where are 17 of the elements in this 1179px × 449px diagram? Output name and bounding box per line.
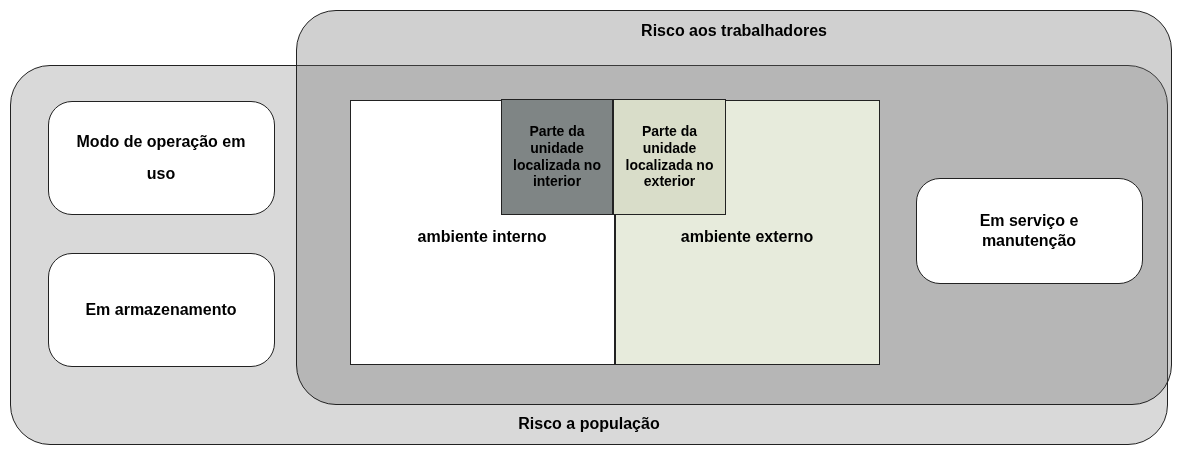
- environment-box: [349, 99, 615, 365]
- node-label: Em armazenamento: [84, 299, 238, 320]
- rounded-box: [915, 177, 1143, 284]
- rounded-box: [47, 252, 275, 367]
- node-label: ambiente externo: [679, 226, 815, 247]
- node-label: ambiente interno: [416, 226, 548, 247]
- node-label: Parte da unidade localizada no interior: [512, 123, 602, 191]
- unit-box: [501, 99, 613, 215]
- unit-box: [613, 99, 726, 215]
- node-label: Modo de operação em uso: [75, 131, 247, 184]
- node-label: Parte da unidade localizada no exterior: [624, 123, 715, 191]
- environment-box: [614, 99, 880, 365]
- node-label: Risco aos trabalhadores: [640, 21, 828, 41]
- rounded-box: [47, 100, 275, 215]
- node-label: Em serviço e manutenção: [978, 210, 1080, 251]
- node-label: Risco a população: [517, 414, 661, 434]
- worker-risk-area: [296, 10, 1172, 405]
